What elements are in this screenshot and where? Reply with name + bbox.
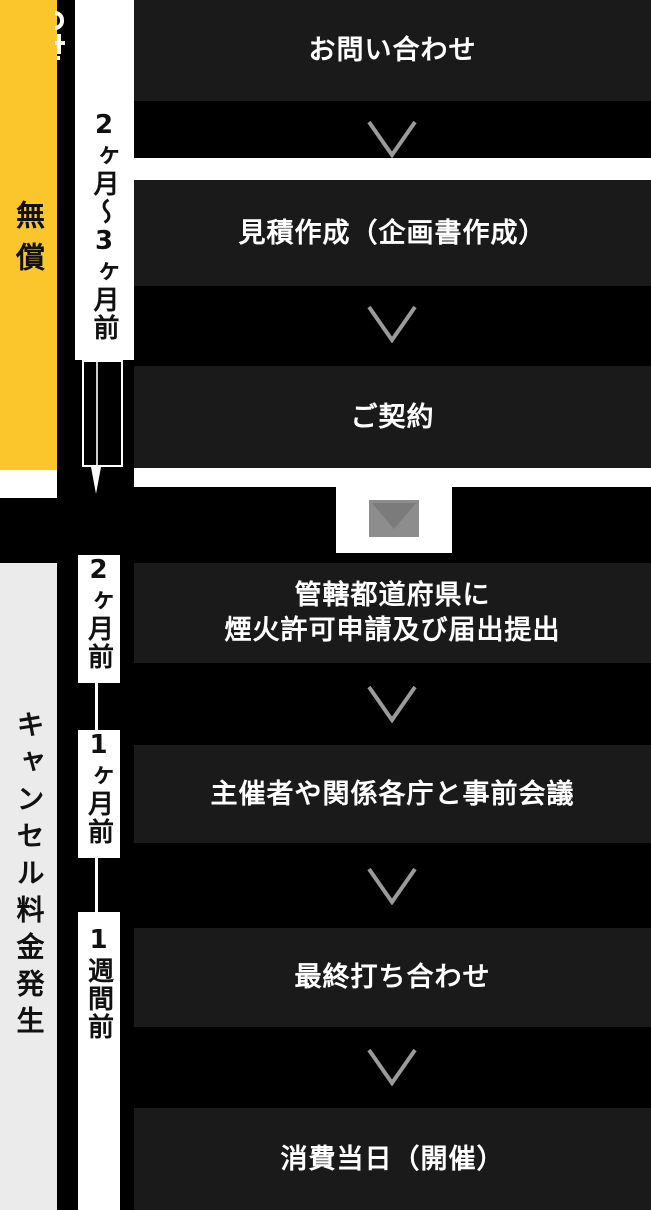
step-preliminary-meeting: 主催者や関係各庁と事前会議 bbox=[134, 745, 651, 843]
timeline-phase1-label: 2ヶ月〜3ヶ月前 bbox=[89, 110, 119, 342]
free-phase-label-wrap: 無償 bbox=[0, 200, 57, 460]
timeline-line bbox=[95, 683, 98, 730]
white-gap bbox=[134, 158, 651, 180]
free-phase-bar bbox=[0, 0, 57, 470]
step-inquiry: お問い合わせ bbox=[134, 0, 651, 101]
timeline-arrow-icon bbox=[91, 467, 101, 494]
step-event-day: 消費当日（開催） bbox=[134, 1108, 651, 1210]
chevron-down-icon bbox=[367, 1048, 417, 1086]
chevron-down-icon bbox=[367, 685, 417, 723]
timeline-phase1-label-wrap: 2ヶ月〜3ヶ月前 bbox=[75, 110, 134, 350]
step-label: 最終打ち合わせ bbox=[294, 962, 491, 993]
triangle-down-icon bbox=[369, 500, 419, 537]
white-gap bbox=[134, 468, 651, 487]
timeline-label-1week: 1週間前 bbox=[78, 912, 120, 1210]
step-label: 主催者や関係各庁と事前会議 bbox=[210, 778, 575, 810]
step-label: ご契約 bbox=[350, 401, 435, 433]
rail-gap bbox=[0, 470, 57, 498]
step-contract: ご契約 bbox=[134, 366, 651, 468]
step-final-meeting: 最終打ち合わせ bbox=[134, 928, 651, 1027]
cancel-fee-label-wrap: キャンセル料金発生 bbox=[0, 710, 57, 1190]
timeline-label-1month: 1ヶ月前 bbox=[78, 730, 120, 858]
cutoff-glyph-fragment bbox=[57, 56, 60, 60]
step-label-line2: 煙火許可申請及び届出提出 bbox=[224, 615, 561, 646]
free-phase-label: 無償 bbox=[11, 200, 46, 284]
timeline-label-2months: 2ヶ月前 bbox=[78, 555, 120, 683]
step-permit-application: 管轄都道府県に 煙火許可申請及び届出提出 bbox=[134, 563, 651, 663]
step-estimate: 見積作成（企画書作成） bbox=[134, 180, 651, 286]
cutoff-glyph-fragment bbox=[55, 11, 64, 30]
step-label: お問い合わせ bbox=[308, 35, 477, 66]
cancel-fee-label: キャンセル料金発生 bbox=[12, 710, 46, 1043]
chevron-down-icon bbox=[367, 120, 417, 158]
step-label-line1: 管轄都道府県に bbox=[294, 580, 491, 611]
chevron-down-icon bbox=[367, 305, 417, 343]
timeline-line bbox=[95, 362, 98, 465]
step-label: 見積作成（企画書作成） bbox=[238, 217, 547, 249]
cancel-fee-phase-bar bbox=[0, 563, 57, 1210]
step-label: 消費当日（開催） bbox=[280, 1143, 505, 1175]
phase-divider-box bbox=[336, 485, 452, 553]
chevron-down-icon bbox=[367, 867, 417, 905]
timeline-connector-box bbox=[82, 360, 123, 467]
timeline-line bbox=[95, 858, 98, 912]
cutoff-glyph-fragment bbox=[55, 41, 65, 45]
